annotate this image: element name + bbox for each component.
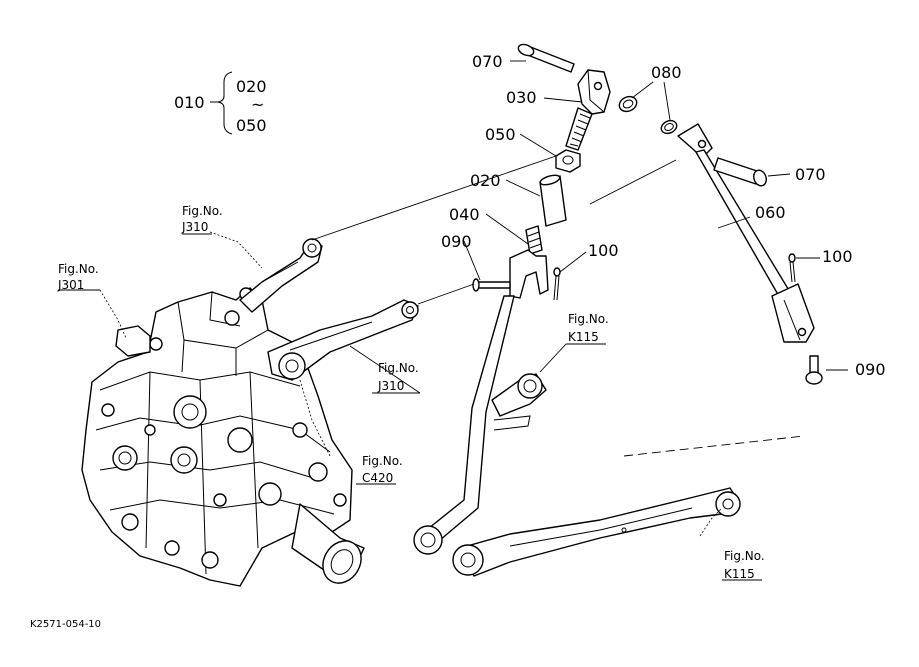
lower-link-horizontal [452,487,741,577]
fig-ref-c420[interactable]: C420 [362,471,393,485]
callout-060[interactable]: 060 [755,203,786,222]
ref-line-j310-top [209,231,263,269]
range-tilde: ~ [251,95,264,114]
callout-090-right[interactable]: 090 [855,360,886,379]
fig-ref-j310-mid[interactable]: J310 [377,379,404,393]
fig-no-label: Fig.No. [362,454,403,468]
callout-050-range-end: 050 [236,116,267,135]
leader-arm-to-nut [311,155,557,241]
cotter-100-left [553,267,561,301]
yoke-030 [577,69,611,115]
yoke-040 [509,225,549,299]
callout-030[interactable]: 030 [506,88,537,107]
lift-arm-lower [267,299,419,381]
pin-070-right [713,157,767,187]
callout-100-right[interactable]: 100 [822,247,853,266]
nut-050 [555,149,581,173]
lift-arm-upper [239,238,323,313]
range-bracket [210,71,233,135]
fig-no-label: Fig.No. [378,361,419,375]
drawing-code: K2571-054-10 [30,619,101,630]
callout-090-left[interactable]: 090 [441,232,472,251]
sleeve-020 [539,174,567,227]
pin-070-top [517,43,575,73]
fig-ref-j301[interactable]: J301 [57,278,84,292]
ref-line-c420 [299,379,331,457]
fig-no-label: Fig.No. [58,262,99,276]
fig-ref-k115-bottom[interactable]: K115 [724,567,755,581]
callout-070-top[interactable]: 070 [472,52,503,71]
ring-080-b [660,119,678,135]
ref-line-j301 [99,289,127,339]
ref-line-k115-bottom [699,507,723,537]
lower-link-vertical [413,295,547,555]
leader-arm-to-pin [417,283,475,305]
lift-rod-060 [677,123,815,343]
pin-090-left [472,278,511,292]
fig-ref-k115-top[interactable]: K115 [568,330,599,344]
fig-no-label: Fig.No. [568,312,609,326]
centerline-dashed [623,435,805,457]
callout-010[interactable]: 010 [174,93,205,112]
ring-080-a [618,95,638,113]
callout-020[interactable]: 020 [470,171,501,190]
threaded-rod-030 [565,107,593,151]
callout-080[interactable]: 080 [651,63,682,82]
cotter-100-right [788,253,796,283]
fig-ref-j310-top[interactable]: J310 [181,220,208,234]
fig-no-label: Fig.No. [724,549,765,563]
callout-100-left[interactable]: 100 [588,241,619,260]
leader-rod-to-center [589,159,677,205]
pin-090-right [805,355,823,385]
callout-070-right[interactable]: 070 [795,165,826,184]
callout-050[interactable]: 050 [485,125,516,144]
callout-020-range-start: 020 [236,77,267,96]
fig-no-label: Fig.No. [182,204,223,218]
callout-040[interactable]: 040 [449,205,480,224]
